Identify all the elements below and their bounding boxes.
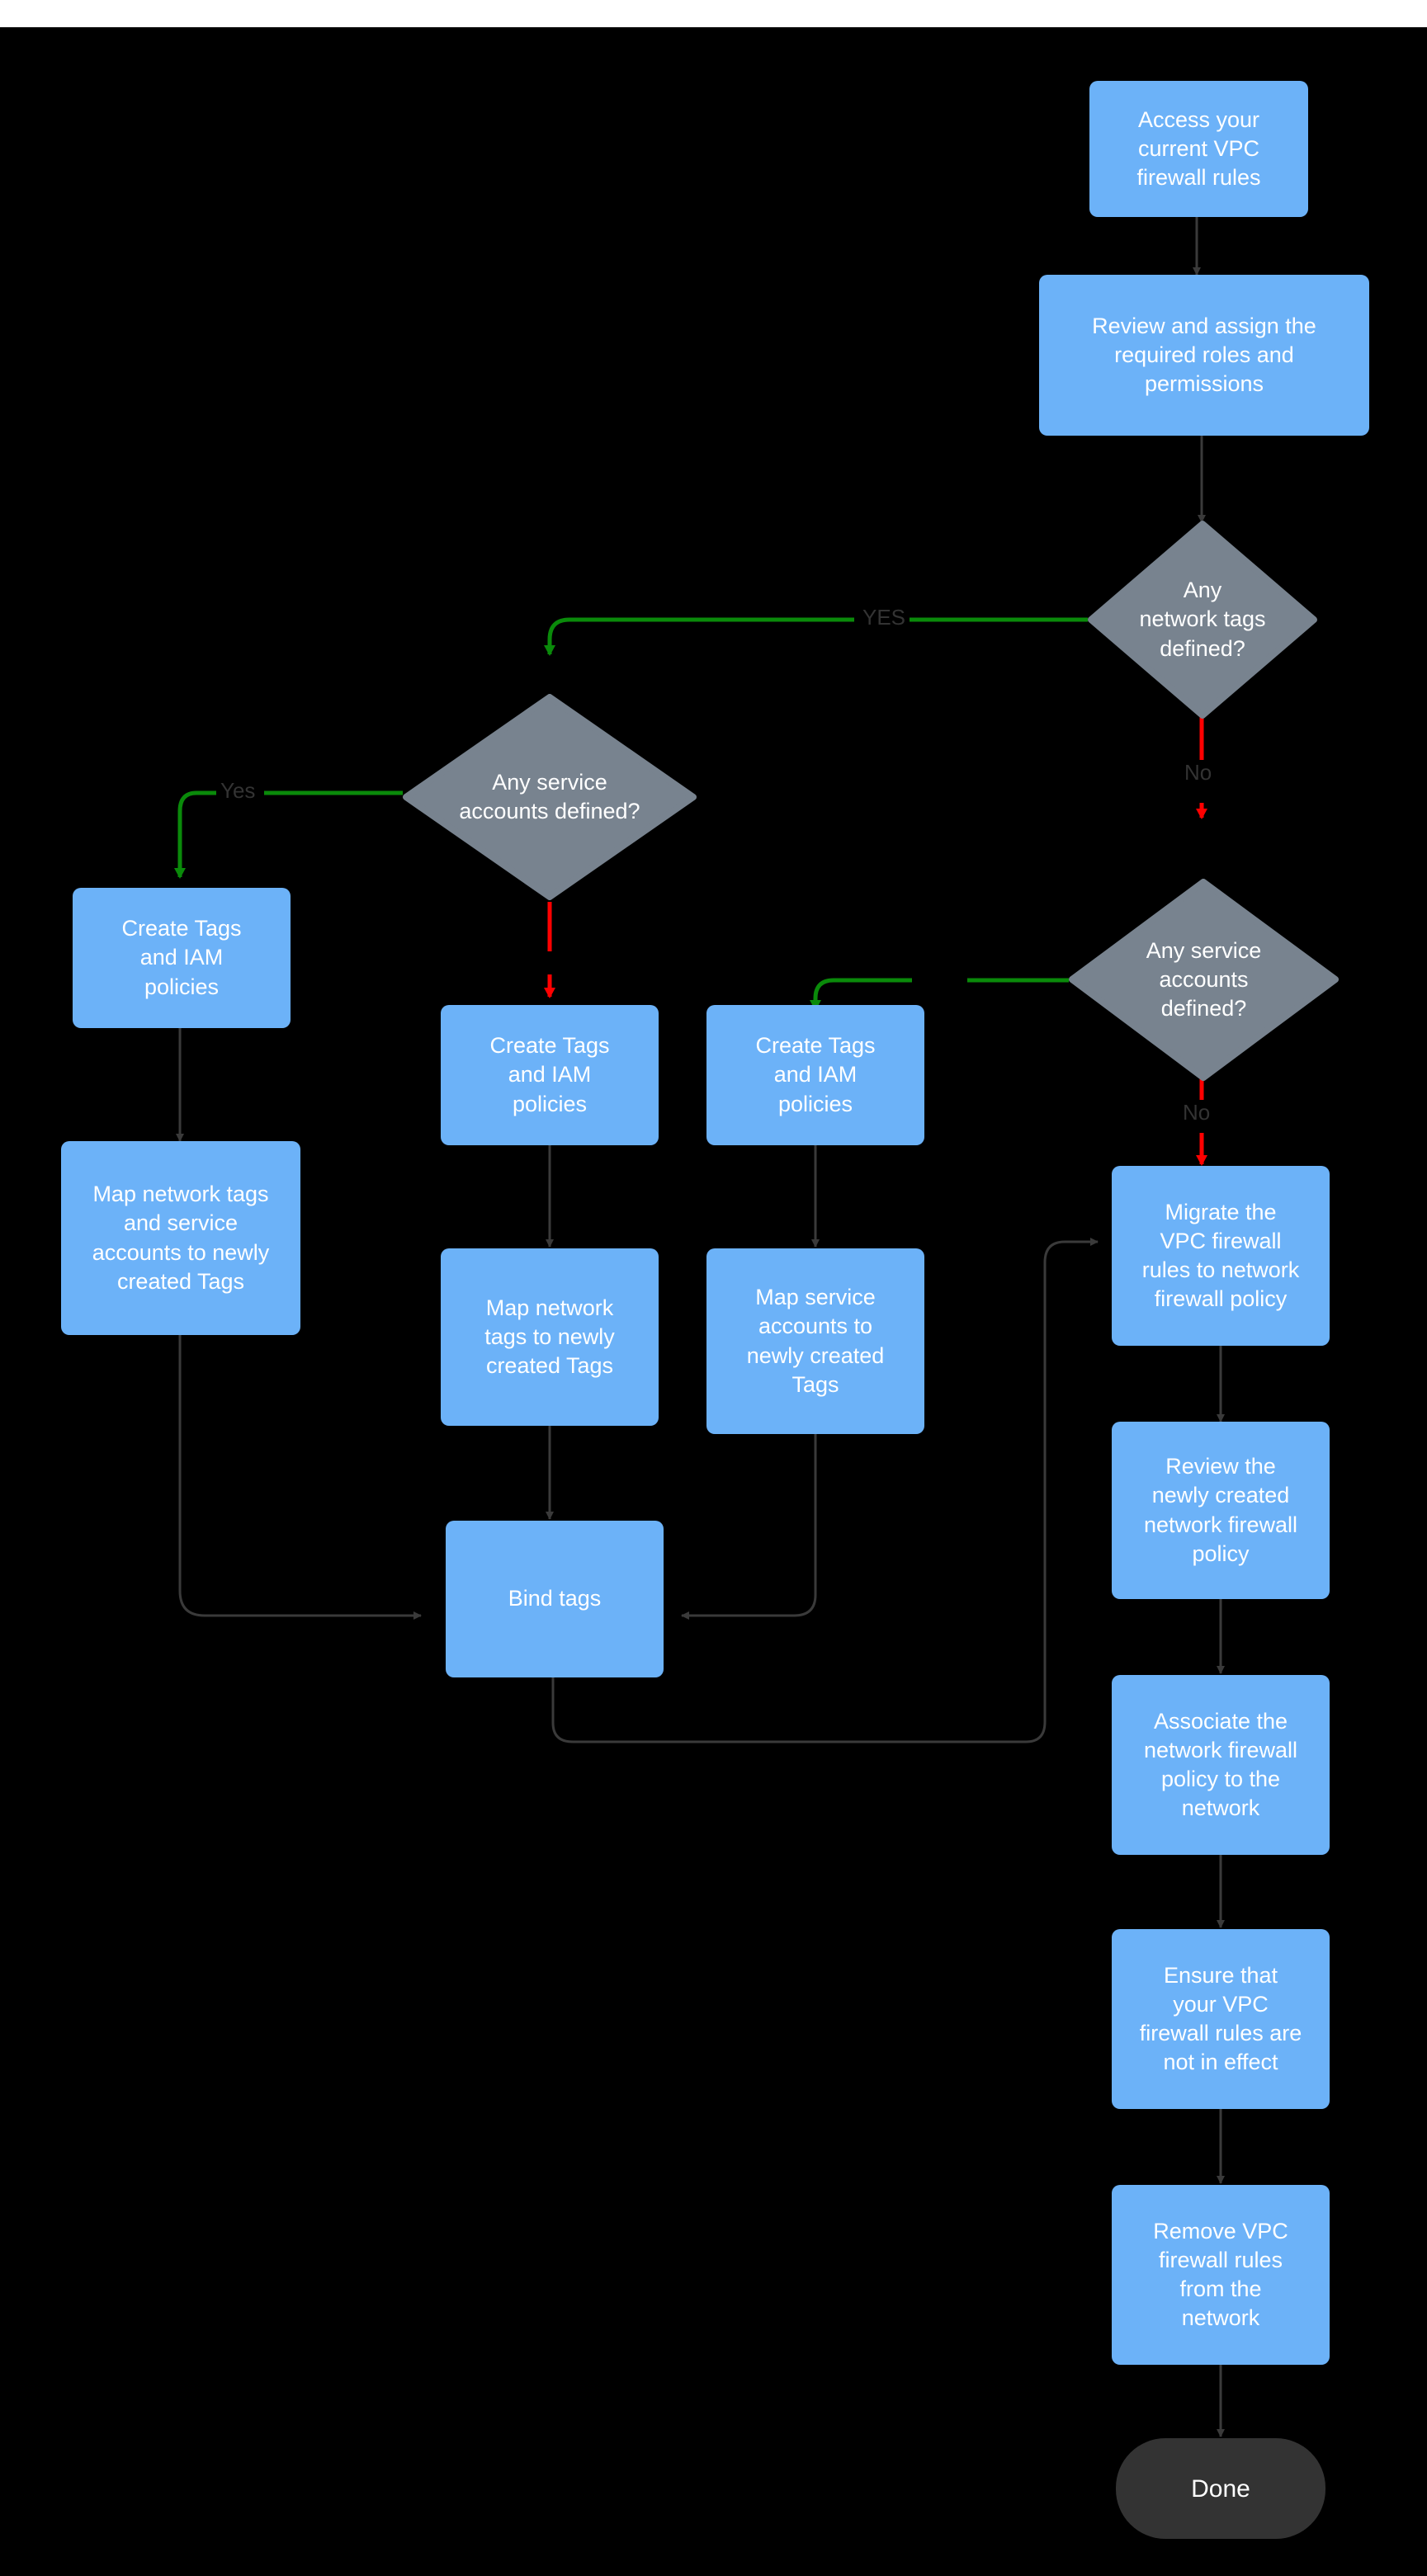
node-migrate-vpc-rules[interactable]: Migrate the VPC firewall rules to networ… [1112,1166,1330,1346]
node-create-tags-iam-c[interactable]: Create Tags and IAM policies [706,1005,924,1145]
edge-q-sa-left-yes-to-create-a [180,790,403,877]
node-decision-any-service-accounts-right[interactable]: Any service accounts defined? [1069,879,1339,1081]
node-label: Remove VPC firewall rules from the netwo… [1153,2218,1288,2331]
node-label: Bind tags [508,1586,602,1611]
flowchart-canvas: Access your current VPC firewall rules R… [0,27,1427,2576]
node-map-network-tags[interactable]: Map network tags to newly created Tags [441,1248,659,1426]
edge-map-sa-to-bind-tags [681,1432,817,1620]
node-label: Map service accounts to newly created Ta… [746,1285,885,1397]
node-label: Any network tags defined? [1139,578,1266,661]
node-label: Done [1191,2475,1250,2503]
node-remove-vpc-rules[interactable]: Remove VPC firewall rules from the netwo… [1112,2185,1330,2365]
node-map-service-accounts[interactable]: Map service accounts to newly created Ta… [706,1248,924,1434]
node-review-assign-roles[interactable]: Review and assign the required roles and… [1039,275,1369,436]
edge-label-sa-left-yes: Yes [216,778,260,804]
node-decision-any-network-tags[interactable]: Any network tags defined? [1088,521,1317,719]
node-label: Map network tags and service accounts to… [92,1182,270,1294]
node-label: Access your current VPC firewall rules [1136,106,1261,191]
node-map-network-tags-and-service-accounts[interactable]: Map network tags and service accounts to… [61,1141,300,1335]
node-label: Create Tags and IAM policies [121,916,242,999]
node-label: Associate the network firewall policy to… [1143,1708,1298,1821]
node-label: Create Tags and IAM policies [755,1033,876,1116]
edge-label-sa-right-no: No [1179,1100,1215,1125]
node-create-tags-iam-b[interactable]: Create Tags and IAM policies [441,1005,659,1145]
node-label: Any service accounts defined? [459,769,640,823]
node-label: Create Tags and IAM policies [489,1033,610,1116]
node-done[interactable]: Done [1116,2438,1325,2539]
edge-q-tags-yes-to-q-sa-left [550,617,1088,654]
edge-map-both-to-bind-tags [178,1333,422,1620]
node-label: Review the newly created network firewal… [1143,1454,1298,1566]
node-label: Any service accounts defined? [1146,937,1262,1021]
edge-label-tags-no: No [1180,760,1217,786]
node-label: Map network tags to newly created Tags [484,1295,615,1379]
node-associate-policy-to-network[interactable]: Associate the network firewall policy to… [1112,1675,1330,1855]
diamond-shape [1088,521,1317,719]
diamond-shape [403,694,697,900]
diamond-shape [1069,879,1339,1081]
node-ensure-rules-not-in-effect[interactable]: Ensure that your VPC firewall rules are … [1112,1929,1330,2109]
edge-label-tags-yes: YES [858,605,910,630]
node-bind-tags[interactable]: Bind tags [446,1521,664,1677]
node-label: Ensure that your VPC firewall rules are … [1139,1962,1302,2075]
node-access-vpc-firewall-rules[interactable]: Access your current VPC firewall rules [1089,81,1308,217]
node-label: Migrate the VPC firewall rules to networ… [1141,1199,1300,1312]
node-label: Review and assign the required roles and… [1092,313,1316,397]
node-create-tags-iam-a[interactable]: Create Tags and IAM policies [73,888,291,1028]
node-decision-any-service-accounts-left[interactable]: Any service accounts defined? [403,694,697,900]
node-review-new-policy[interactable]: Review the newly created network firewal… [1112,1422,1330,1599]
